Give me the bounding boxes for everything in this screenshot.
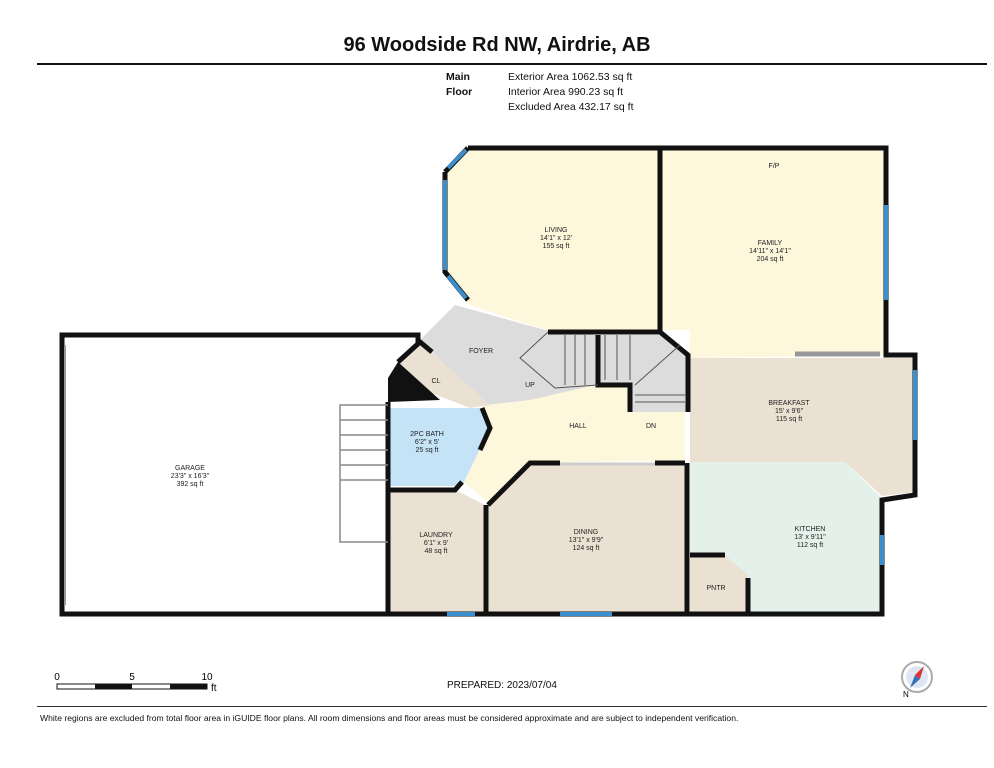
laundry-dims: 6'1" x 9': [424, 540, 448, 547]
dining-area: 124 sq ft: [573, 545, 600, 552]
foyer-label: FOYER: [469, 348, 493, 355]
closet-dark: [388, 362, 440, 402]
compass-icon: N: [901, 661, 933, 699]
scale-unit: ft: [211, 683, 217, 694]
family-dims: 14'11" x 14'1": [749, 248, 791, 255]
scale-tick-10: 10: [201, 672, 213, 683]
stairs-area: [595, 335, 688, 412]
breakfast-area: 115 sq ft: [776, 416, 802, 423]
title-divider: [37, 63, 987, 65]
laundry-room: [388, 490, 485, 612]
garage-label: GARAGE: [175, 465, 205, 472]
dn-label: DN: [646, 423, 656, 430]
up-label: UP: [525, 382, 535, 389]
prepared-date: PREPARED: 2023/07/04: [447, 680, 557, 691]
dining-room: [488, 463, 685, 612]
interior-area: Interior Area 990.23 sq ft: [508, 86, 623, 98]
exterior-area: Exterior Area 1062.53 sq ft: [508, 71, 633, 83]
laundry-area: 48 sq ft: [425, 548, 448, 555]
family-fp: F/P: [769, 163, 780, 170]
family-label: FAMILY: [758, 240, 783, 247]
breakfast-room: [690, 358, 915, 496]
garage-area: 392 sq ft: [177, 481, 204, 488]
bath-label: 2PC BATH: [410, 431, 444, 438]
pantry-label: PNTR: [706, 585, 725, 592]
bath-area: 25 sq ft: [416, 447, 439, 454]
laundry-label: LAUNDRY: [419, 532, 453, 539]
windows: [443, 148, 917, 616]
compass-north: N: [903, 690, 909, 699]
kitchen-label: KITCHEN: [795, 526, 826, 533]
stairs: [519, 331, 685, 403]
scale-tick-5: 5: [129, 672, 135, 683]
family-area: 204 sq ft: [757, 256, 784, 263]
scale-tick-0: 0: [54, 672, 60, 683]
garage-dims: 23'3" x 16'3": [171, 473, 210, 480]
pantry: [690, 555, 748, 612]
page-title: 96 Woodside Rd NW, Airdrie, AB: [343, 34, 651, 56]
living-area: 155 sq ft: [543, 243, 570, 250]
floor-name: Main Floor: [446, 71, 473, 98]
living-label: LIVING: [545, 227, 568, 234]
family-room: [662, 148, 886, 358]
closet-label: CL: [432, 378, 441, 385]
breakfast-label: BREAKFAST: [768, 400, 810, 407]
closet: [398, 342, 490, 408]
footer-divider: [37, 706, 987, 707]
living-dims: 14'1" x 12': [540, 235, 572, 242]
foyer: [420, 305, 595, 405]
kitchen-area: 112 sq ft: [797, 542, 823, 549]
disclaimer: White regions are excluded from total fl…: [40, 713, 739, 723]
dining-dims: 13'1" x 9'9": [569, 537, 604, 544]
scale-bar: 0 5 10 ft: [54, 672, 217, 694]
hall: [458, 385, 685, 502]
bath-dims: 6'2" x 5': [415, 439, 439, 446]
bath-room: [390, 408, 490, 486]
kitchen: [690, 462, 882, 612]
living-room: [445, 148, 658, 330]
hall-label: HALL: [569, 423, 587, 430]
excluded-area: Excluded Area 432.17 sq ft: [508, 101, 634, 113]
room-labels: LIVING 14'1" x 12' 155 sq ft F/P FAMILY …: [171, 163, 826, 592]
garage-steps: [339, 404, 388, 543]
breakfast-dims: 15' x 9'6": [775, 408, 804, 415]
kitchen-dims: 13' x 9'11": [794, 534, 826, 541]
dining-label: DINING: [574, 529, 599, 536]
